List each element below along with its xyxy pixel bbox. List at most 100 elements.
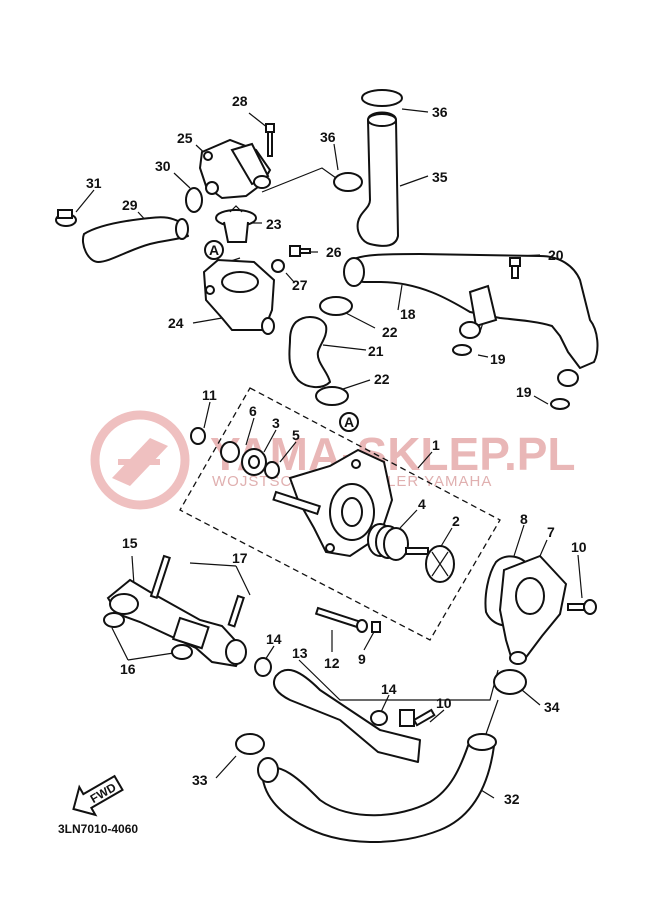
label-31: 31	[86, 175, 102, 191]
label-30: 30	[155, 158, 171, 174]
fwd-arrow-icon: FWD	[72, 774, 124, 817]
label-3: 3	[272, 415, 280, 431]
label-13: 13	[292, 645, 308, 661]
label-10b: 10	[436, 695, 452, 711]
label-33: 33	[192, 772, 208, 788]
label-12: 12	[324, 655, 340, 671]
o-ring-14a	[254, 657, 272, 677]
watermark-logo-icon	[90, 410, 190, 510]
label-32: 32	[504, 791, 520, 807]
label-36b: 36	[320, 129, 336, 145]
pump-housing	[288, 448, 394, 558]
pipe-18-outlet-b	[557, 369, 579, 387]
label-18: 18	[400, 306, 416, 322]
label-17: 17	[232, 550, 248, 566]
clamp-22b	[315, 386, 349, 406]
part-labels: 28 25 30 31 29 36 36 35 23 26 20 27 18 2…	[86, 93, 587, 807]
label-26: 26	[326, 244, 342, 260]
label-35: 35	[432, 169, 448, 185]
bolt-28	[265, 123, 275, 157]
label-1: 1	[432, 437, 440, 453]
o-ring-16a	[103, 612, 125, 628]
label-20: 20	[548, 247, 564, 263]
label-23: 23	[266, 216, 282, 232]
o-ring-19b	[550, 398, 570, 410]
bearing-3	[241, 448, 267, 476]
seal-6	[220, 441, 240, 463]
label-2: 2	[452, 513, 460, 529]
washer-27	[271, 259, 285, 273]
seal-11	[190, 427, 206, 445]
label-14b: 14	[381, 681, 397, 697]
label-27: 27	[292, 277, 308, 293]
pipe-18-inlet	[343, 257, 365, 287]
label-6: 6	[249, 403, 257, 419]
callout-A-bottom: A	[339, 412, 359, 432]
pump-cover-7	[498, 554, 568, 665]
thermostat-housing-24	[202, 258, 276, 335]
hose-32	[261, 739, 495, 844]
hose-35	[356, 111, 399, 247]
hose-32-end-lower	[257, 757, 279, 783]
label-22b: 22	[374, 371, 390, 387]
hose-32-end-upper	[467, 733, 497, 751]
hose-35-end	[367, 113, 397, 127]
clamp-30	[185, 187, 203, 213]
label-22a: 22	[382, 324, 398, 340]
label-9: 9	[358, 651, 366, 667]
clamp-22a	[319, 296, 353, 316]
shaft	[272, 490, 322, 516]
o-ring-16b	[171, 644, 193, 660]
pipe-18	[345, 253, 599, 369]
water-pipe-15	[106, 578, 247, 668]
label-5: 5	[292, 427, 300, 443]
hose-21	[288, 316, 331, 388]
thermostat-23	[215, 205, 257, 243]
label-29: 29	[122, 197, 138, 213]
label-24: 24	[168, 315, 184, 331]
bracket-20	[468, 257, 521, 328]
bolt-26	[289, 245, 311, 257]
pump-assembly-boundary	[179, 387, 501, 641]
label-28: 28	[232, 93, 248, 109]
hose-29-end	[175, 218, 189, 240]
clamp-36-top	[361, 89, 403, 107]
impeller-2	[405, 545, 455, 583]
label-4: 4	[418, 496, 426, 512]
label-11: 11	[202, 387, 217, 403]
label-25: 25	[177, 130, 193, 146]
label-19a: 19	[490, 351, 506, 367]
label-19b: 19	[516, 384, 532, 400]
label-34: 34	[544, 699, 560, 715]
hose-13	[272, 668, 421, 763]
mechanical-seal-4	[367, 523, 409, 561]
pin-9	[371, 621, 381, 633]
thermostat-cover-25	[198, 138, 272, 200]
bolt-12	[314, 606, 368, 633]
label-15: 15	[122, 535, 138, 551]
label-7: 7	[547, 524, 555, 540]
bolt-10b	[399, 708, 436, 727]
label-14a: 14	[266, 631, 282, 647]
o-ring-14b	[370, 710, 388, 726]
clamp-31	[55, 209, 77, 227]
pipe-18-outlet-a	[459, 321, 481, 339]
hose-29	[82, 216, 189, 263]
callout-A-top: A	[204, 240, 224, 260]
svg-text:A: A	[209, 242, 219, 258]
label-36a: 36	[432, 104, 448, 120]
washer-5	[264, 461, 280, 479]
diagram-code: 3LN7010-4060	[58, 822, 138, 836]
clamp-36-mid	[333, 172, 363, 192]
label-10a: 10	[571, 539, 587, 555]
label-21: 21	[368, 343, 384, 359]
label-16: 16	[120, 661, 136, 677]
label-8: 8	[520, 511, 528, 527]
svg-text:A: A	[344, 414, 354, 430]
bolt-10a	[567, 599, 597, 615]
o-ring-19a	[452, 344, 472, 356]
bolts-17	[149, 554, 245, 628]
clamp-33	[235, 733, 265, 755]
clamp-34	[493, 669, 527, 695]
